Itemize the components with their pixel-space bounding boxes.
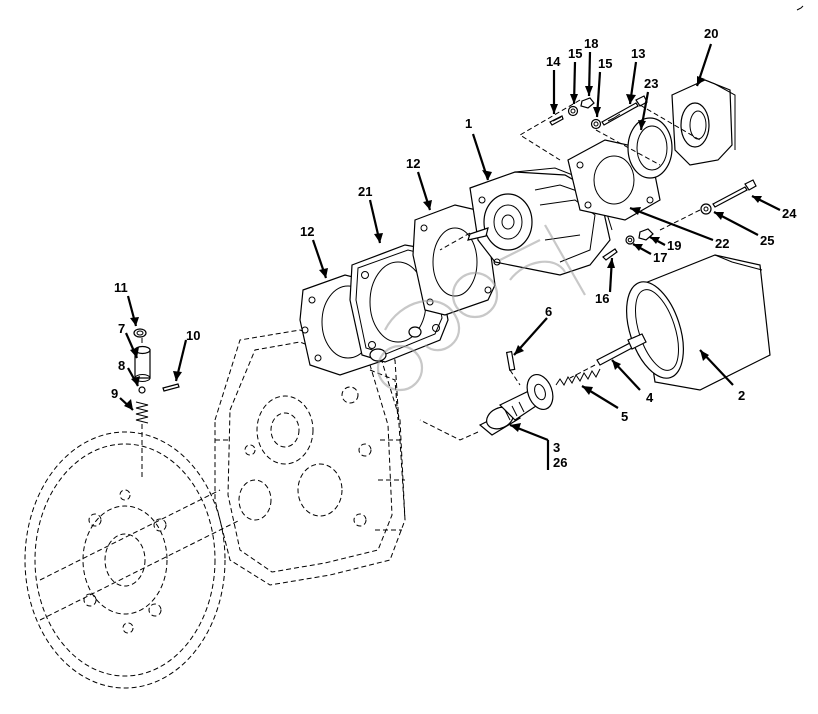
- callout-3: 3: [553, 440, 560, 455]
- callout-21: 21: [358, 184, 372, 199]
- corner-mark-icon: [796, 5, 804, 11]
- callout-26: 26: [553, 455, 567, 470]
- flywheel-outline: [24, 431, 226, 689]
- callout-4: 4: [646, 390, 654, 405]
- callout-10: 10: [186, 328, 200, 343]
- callout-19: 19: [667, 238, 681, 253]
- callout-23: 23: [644, 76, 658, 91]
- input-shaft-3: [478, 373, 554, 436]
- callout-5: 5: [621, 409, 628, 424]
- valve-parts-left: [133, 328, 180, 424]
- spring-5: [555, 368, 601, 386]
- callout-18: 18: [584, 36, 598, 51]
- callout-24: 24: [782, 206, 797, 221]
- pin-6: [505, 350, 516, 371]
- callout-15-a: 15: [568, 46, 582, 61]
- callout-25: 25: [760, 233, 774, 248]
- callout-6: 6: [545, 304, 552, 319]
- callout-16: 16: [595, 291, 609, 306]
- callout-12-right: 12: [406, 156, 420, 171]
- seal-23: [627, 117, 673, 179]
- leader-arrows: [119, 43, 781, 470]
- callout-17: 17: [653, 250, 667, 265]
- fasteners-right: [700, 179, 757, 215]
- watermark-logo-icon: [376, 224, 586, 392]
- fasteners-top: [549, 95, 648, 130]
- callout-15-b: 15: [598, 56, 612, 71]
- callout-8: 8: [118, 358, 125, 373]
- filter-housing-2: [626, 254, 771, 391]
- callout-7: 7: [118, 321, 125, 336]
- callout-1: 1: [465, 116, 472, 131]
- callout-labels: 1 2 3 26 4 5 6 7 8 9 10 11 12 12 13 14 1…: [111, 26, 797, 470]
- callout-2: 2: [738, 388, 745, 403]
- callout-12-left: 12: [300, 224, 314, 239]
- shaft-4: [596, 333, 647, 366]
- callout-20: 20: [704, 26, 718, 41]
- callout-14: 14: [546, 54, 561, 69]
- callout-13: 13: [631, 46, 645, 61]
- cover-block-20: [671, 79, 736, 166]
- callout-22: 22: [715, 236, 729, 251]
- callout-11: 11: [114, 280, 128, 295]
- alignment-lines: [39, 99, 701, 621]
- fasteners-lower: [602, 228, 654, 261]
- transmission-housing-outline: [214, 329, 406, 586]
- callout-9: 9: [111, 386, 118, 401]
